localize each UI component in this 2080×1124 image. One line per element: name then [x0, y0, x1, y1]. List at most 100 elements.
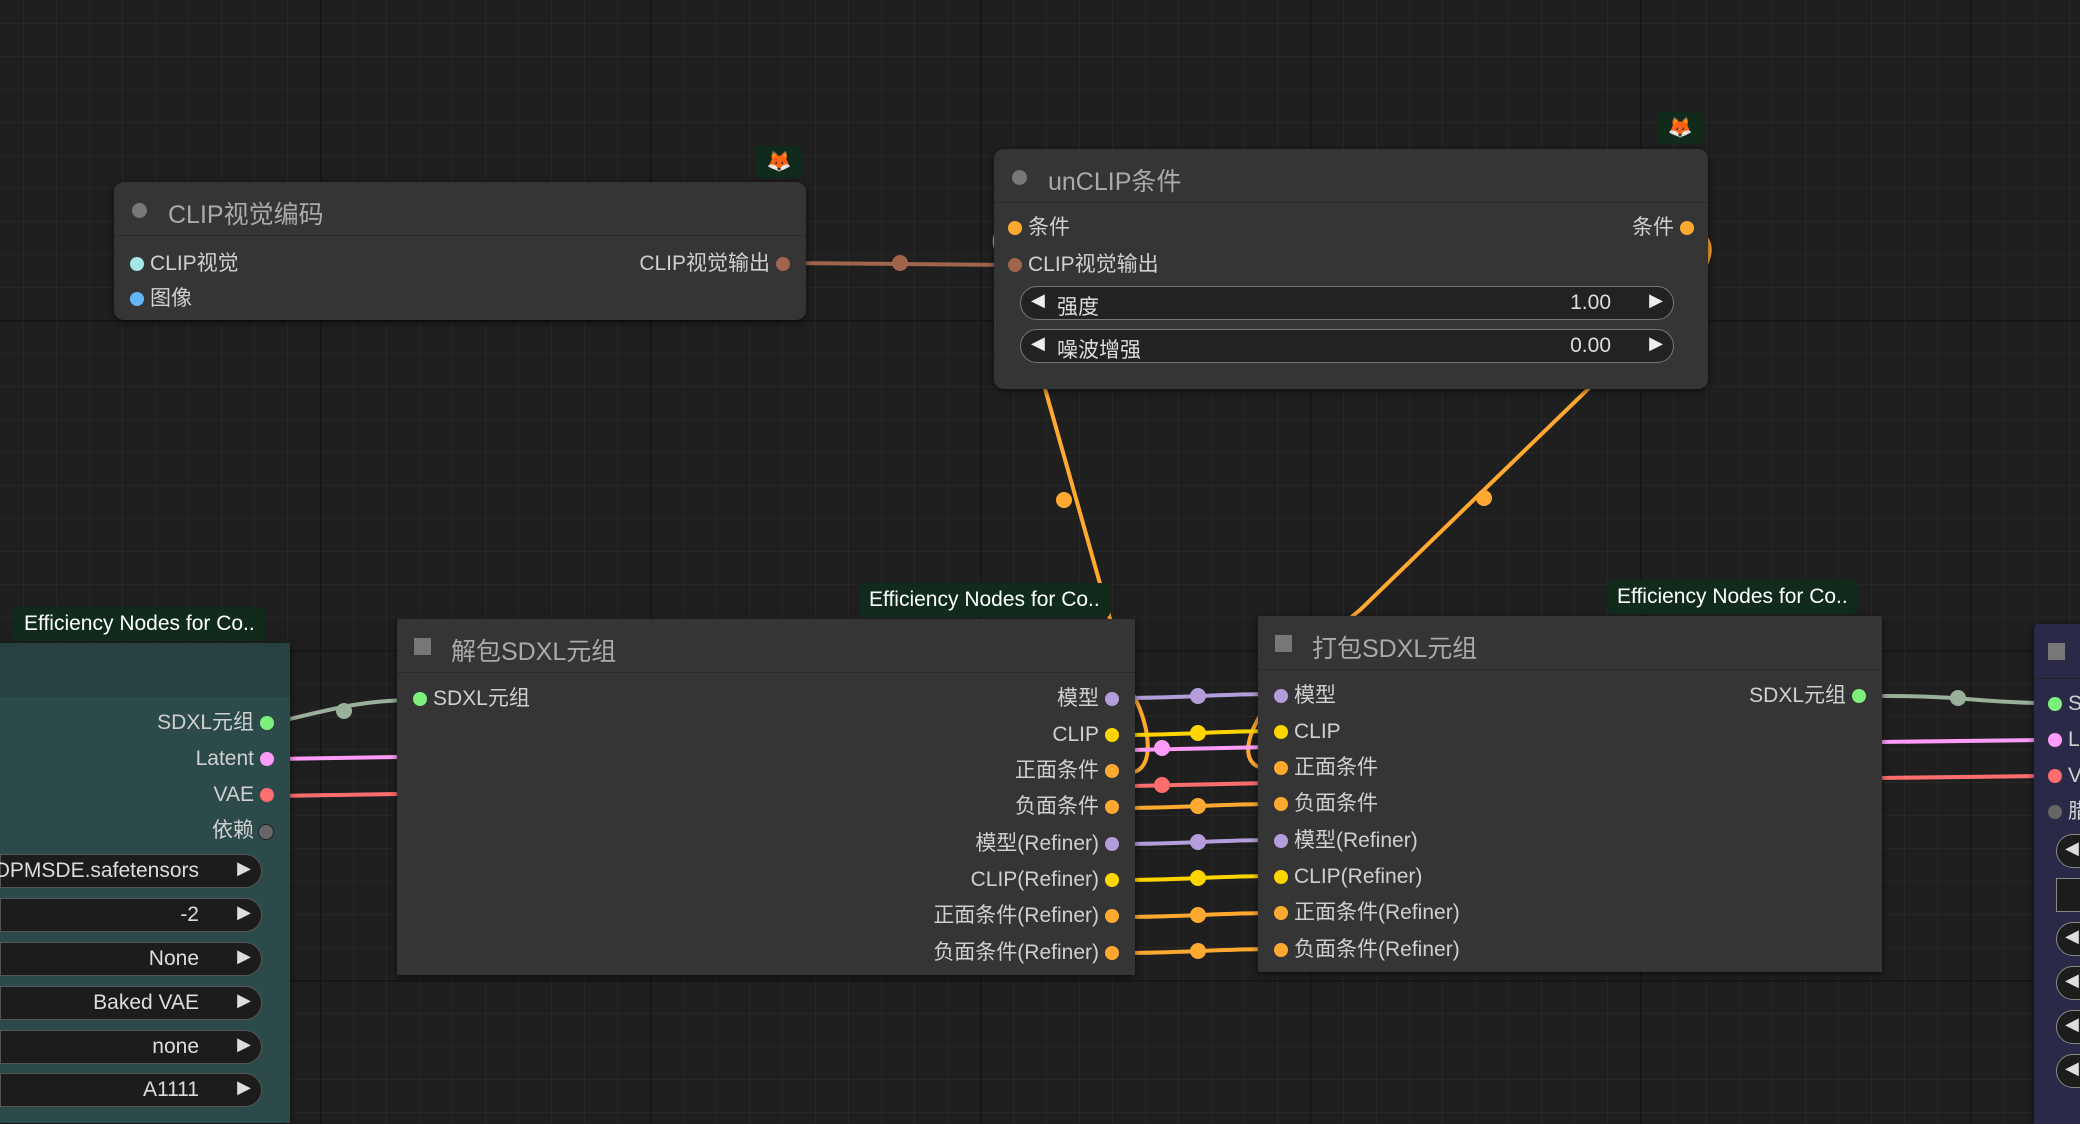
input-slot-model-refiner[interactable]: 模型(Refiner) — [1274, 829, 1418, 853]
decrement-arrow-icon[interactable]: ◀ — [2065, 1014, 2079, 1034]
slot-dot-icon[interactable] — [1274, 906, 1288, 920]
input-slot-sdxl-tuple[interactable]: SDXL元组 — [413, 687, 530, 711]
slot-dot-icon[interactable] — [1680, 221, 1694, 235]
slot-dot-icon[interactable] — [1008, 221, 1022, 235]
decrement-arrow-icon[interactable]: ◀ — [1031, 290, 1045, 310]
decrement-arrow-icon[interactable]: ◀ — [2065, 926, 2079, 946]
input-slot-latent[interactable]: L — [2048, 728, 2080, 752]
input-slot-clip-vision-output[interactable]: CLIP视觉输出 — [1008, 253, 1159, 277]
slot-dot-icon[interactable] — [2048, 769, 2062, 783]
node-title-bar[interactable]: 解包SDXL元组 — [397, 619, 1135, 673]
output-slot-clip-vision-output[interactable]: CLIP视觉输出 — [639, 252, 790, 276]
input-slot-negative[interactable]: 负面条件 — [1274, 792, 1378, 816]
output-slot-positive[interactable]: 正面条件 — [1015, 759, 1119, 783]
link-vae-right[interactable] — [1878, 774, 2042, 780]
increment-arrow-icon[interactable]: ▶ — [1649, 290, 1663, 310]
node-pack-sdxl-tuple[interactable]: 打包SDXL元组 模型 CLIP 正面条件 负面条件 模型(Refiner) C… — [1258, 616, 1882, 972]
node-unclip-conditioning[interactable]: unCLIP条件 条件 CLIP视觉输出 条件 ◀ 强度 1.00 ▶ ◀ 噪波… — [994, 149, 1708, 389]
output-slot-model-refiner[interactable]: 模型(Refiner) — [975, 832, 1119, 856]
input-slot-clip-vision[interactable]: CLIP视觉 — [130, 252, 239, 276]
slot-dot-icon[interactable] — [2048, 733, 2062, 747]
output-slot-negative-refiner[interactable]: 负面条件(Refiner) — [933, 941, 1119, 965]
input-slot-conditioning[interactable]: 条件 — [1008, 216, 1070, 240]
slot-dot-icon[interactable] — [1105, 728, 1119, 742]
slot-dot-icon[interactable] — [1852, 689, 1866, 703]
widget-partial-box[interactable] — [2056, 878, 2080, 912]
collapse-square-icon[interactable] — [1275, 635, 1292, 652]
node-clip-vision-encode[interactable]: CLIP视觉编码 CLIP视觉 图像 CLIP视觉输出 — [114, 182, 806, 320]
noise-augmentation-widget[interactable]: ◀ 噪波增强 0.00 ▶ — [1020, 329, 1674, 363]
input-slot-negative-refiner[interactable]: 负面条件(Refiner) — [1274, 938, 1460, 962]
link-sdxl-tuple-right[interactable] — [1882, 694, 2042, 705]
input-slot-sdxl-tuple[interactable]: S — [2048, 692, 2080, 716]
link-latent-right[interactable] — [1878, 738, 2042, 744]
slot-dot-icon[interactable] — [2048, 805, 2062, 819]
link-midpoint[interactable] — [1154, 740, 1170, 756]
slot-dot-icon[interactable] — [1274, 870, 1288, 884]
slot-dot-icon[interactable] — [1105, 800, 1119, 814]
strength-widget[interactable]: ◀ 强度 1.00 ▶ — [1020, 286, 1674, 320]
slot-dot-icon[interactable] — [260, 716, 274, 730]
widget-partial[interactable]: ◀ — [2056, 834, 2080, 868]
slot-dot-icon[interactable] — [1274, 689, 1288, 703]
slot-dot-icon[interactable] — [1274, 943, 1288, 957]
ckpt-name-widget[interactable]: DPMSDE.safetensors ▶ — [0, 854, 262, 888]
slot-dot-icon[interactable] — [258, 824, 274, 840]
node-efficient-loader[interactable]: SDXL元组 Latent VAE 依赖 DPMSDE.safetensors … — [0, 643, 290, 1123]
link-midpoint[interactable] — [1950, 690, 1966, 706]
slot-dot-icon[interactable] — [130, 257, 144, 271]
increment-arrow-icon[interactable]: ▶ — [237, 1034, 251, 1054]
link-midpoint[interactable] — [1190, 798, 1206, 814]
slot-dot-icon[interactable] — [1105, 909, 1119, 923]
slot-dot-icon[interactable] — [1274, 797, 1288, 811]
input-slot-vae[interactable]: V — [2048, 764, 2080, 788]
node-title-bar[interactable]: unCLIP条件 — [994, 149, 1708, 203]
input-slot-model[interactable]: 模型 — [1274, 684, 1336, 708]
widget-partial[interactable]: ◀ — [2056, 966, 2080, 1000]
collapse-dot-icon[interactable] — [132, 203, 147, 218]
input-slot-clip[interactable]: CLIP — [1274, 720, 1341, 744]
slot-dot-icon[interactable] — [1008, 258, 1022, 272]
increment-arrow-icon[interactable]: ▶ — [237, 946, 251, 966]
slot-dot-icon[interactable] — [1274, 834, 1288, 848]
increment-arrow-icon[interactable]: ▶ — [237, 990, 251, 1010]
slot-dot-icon[interactable] — [1274, 725, 1288, 739]
node-title-bar[interactable]: CLIP视觉编码 — [114, 182, 806, 236]
collapse-square-icon[interactable] — [414, 638, 431, 655]
widget-partial[interactable]: ◀ — [2056, 922, 2080, 956]
link-latent-through[interactable] — [1128, 745, 1272, 752]
output-slot-negative[interactable]: 负面条件 — [1015, 795, 1119, 819]
increment-arrow-icon[interactable]: ▶ — [237, 858, 251, 878]
output-slot-vae[interactable]: VAE — [214, 783, 274, 807]
lora-widget[interactable]: None ▶ — [0, 942, 262, 976]
slot-dot-icon[interactable] — [260, 752, 274, 766]
link-midpoint[interactable] — [1476, 490, 1492, 506]
slot-dot-icon[interactable] — [1105, 692, 1119, 706]
link-midpoint[interactable] — [1056, 492, 1072, 508]
node-unpack-sdxl-tuple[interactable]: 解包SDXL元组 SDXL元组 模型 CLIP 正面条件 负面条件 模型(Ref… — [397, 619, 1135, 975]
link-midpoint[interactable] — [336, 703, 352, 719]
decrement-arrow-icon[interactable]: ◀ — [2065, 1058, 2079, 1078]
link-vae-left[interactable] — [270, 792, 402, 798]
output-slot-positive-refiner[interactable]: 正面条件(Refiner) — [933, 904, 1119, 928]
collapse-square-icon[interactable] — [2048, 643, 2065, 660]
link-midpoint[interactable] — [1190, 943, 1206, 959]
node-title-bar[interactable]: 打包SDXL元组 — [1258, 616, 1882, 670]
collapse-dot-icon[interactable] — [1012, 170, 1027, 185]
node-title-bar[interactable] — [0, 643, 290, 697]
link-latent-left[interactable] — [270, 755, 402, 761]
widget-partial[interactable]: ◀ — [2056, 1054, 2080, 1088]
decrement-arrow-icon[interactable]: ◀ — [2065, 838, 2079, 858]
slot-dot-icon[interactable] — [2048, 697, 2062, 711]
slot-dot-icon[interactable] — [1105, 764, 1119, 778]
link-midpoint[interactable] — [1190, 870, 1206, 886]
slot-dot-icon[interactable] — [1105, 873, 1119, 887]
link-midpoint[interactable] — [1154, 777, 1170, 793]
increment-arrow-icon[interactable]: ▶ — [1649, 333, 1663, 353]
token-normalization-widget[interactable]: none ▶ — [0, 1030, 262, 1064]
slot-dot-icon[interactable] — [1105, 837, 1119, 851]
link-midpoint[interactable] — [1190, 834, 1206, 850]
input-slot-image[interactable]: 图像 — [130, 287, 192, 311]
slot-dot-icon[interactable] — [413, 692, 427, 706]
slot-dot-icon[interactable] — [1105, 946, 1119, 960]
